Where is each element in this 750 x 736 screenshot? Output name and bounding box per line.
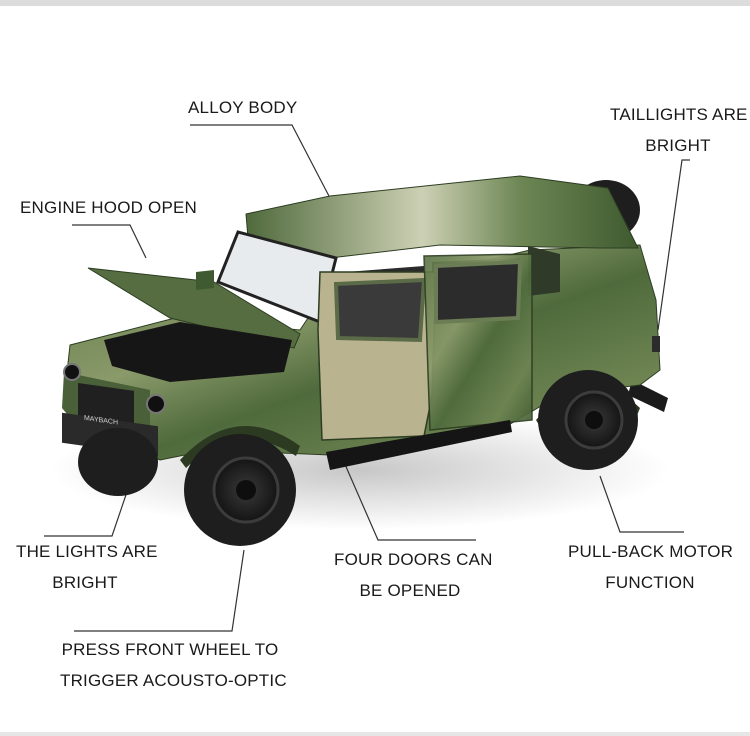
callout-pull-back: PULL-BACK MOTOR FUNCTION — [568, 542, 734, 592]
side-window-back — [528, 246, 560, 296]
headlight-left — [63, 363, 81, 381]
callout-lights: THE LIGHTS ARE BRIGHT — [16, 542, 158, 592]
engine-bay — [104, 322, 292, 382]
rear-door-window — [434, 259, 523, 325]
bottom-border — [0, 732, 750, 736]
headlight-right — [146, 394, 166, 414]
front-fender — [180, 426, 300, 468]
side-step — [326, 420, 512, 470]
callout-taillights: TAILLIGHTS ARE BRIGHT — [610, 105, 748, 155]
leader-front-wheel — [74, 549, 245, 632]
open-hood — [87, 267, 301, 349]
rear-left-wheel — [78, 428, 158, 496]
front-wheel — [184, 434, 296, 546]
windshield — [216, 230, 338, 325]
grille-badge: MAYBACH — [84, 415, 118, 427]
leader-pull-back — [599, 475, 684, 533]
taillight — [652, 336, 660, 352]
callout-four-doors: FOUR DOORS CAN BE OPENED — [334, 550, 493, 600]
callout-engine-hood: ENGINE HOOD OPEN — [20, 198, 198, 217]
leader-alloy-body — [190, 124, 331, 199]
leader-engine-hood — [72, 224, 147, 259]
callout-front-wheel: PRESS FRONT WHEEL TO TRIGGER ACOUSTO-OPT… — [60, 640, 287, 690]
front-door-window — [333, 277, 427, 343]
leader-four-doors — [329, 429, 476, 541]
callout-alloy-body: ALLOY BODY — [188, 98, 298, 117]
rear-wheel — [538, 370, 638, 470]
top-border — [0, 0, 750, 6]
rear-bumper — [628, 380, 668, 412]
side-mirror — [196, 270, 214, 290]
leader-taillights — [657, 159, 690, 331]
